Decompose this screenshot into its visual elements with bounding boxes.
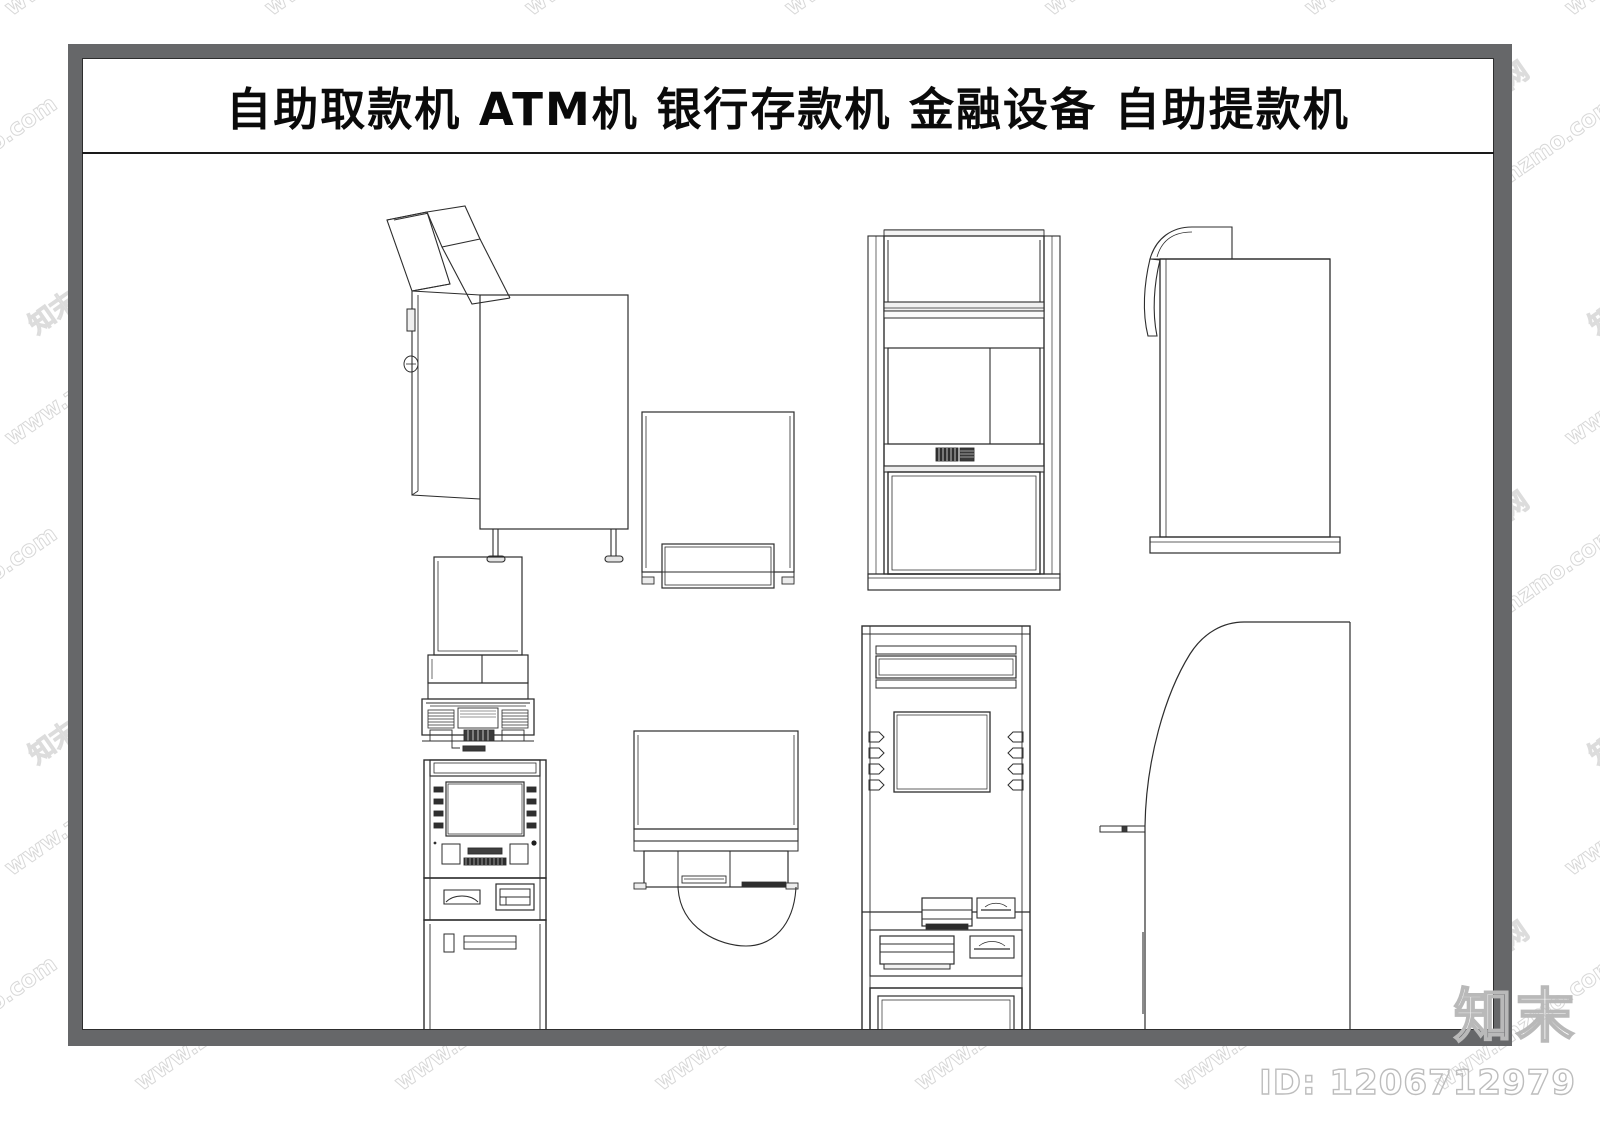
- watermark-text: www.znzmo.com: [1560, 306, 1600, 452]
- watermark-text: www.znzmo.com: [1040, 0, 1233, 22]
- cad-drawing-canvas: [386, 205, 1351, 1030]
- watermark-text: www.znzmo.com: [1560, 736, 1600, 882]
- drawing-atm-front-elevation-large: [861, 625, 1031, 1030]
- title-block: 自助取款机 ATM机 银行存款机 金融设备 自助提款机: [82, 58, 1494, 154]
- drawing-atm-top-plan-view: [641, 411, 795, 589]
- left-softkeys[interactable]: [868, 731, 885, 791]
- watermark-text: www.znzmo.com: [0, 0, 192, 22]
- watermark-text: www.znzmo.com: [0, 91, 62, 237]
- drawing-kiosk-side-view-curved-hood: [1143, 226, 1341, 554]
- card-slot-upper: [976, 897, 1016, 919]
- left-key-bank: [427, 709, 455, 729]
- drawing-atm-front-elevation-small: [423, 745, 547, 1030]
- watermark-logo-text: 知末网: [1583, 701, 1600, 771]
- watermark-text: www.znzmo.com: [780, 0, 973, 22]
- keypad-detail: [935, 447, 975, 462]
- deposit-drawer: [879, 935, 955, 970]
- watermark-text: www.znzmo.com: [0, 951, 62, 1097]
- card-reader-slot: [495, 883, 535, 911]
- asset-id-label: ID: 1206712979: [1258, 1062, 1576, 1103]
- drawing-kiosk-side-profile-curved: [1099, 621, 1351, 1030]
- drawing-deposit-machine-front-tall-cabinet: [867, 229, 1061, 591]
- watermark-text: www.znzmo.com: [1300, 0, 1493, 22]
- brand-logo: 知末: [1453, 981, 1578, 1051]
- left-side-buttons[interactable]: [433, 786, 444, 829]
- right-softkeys[interactable]: [1007, 731, 1024, 791]
- drawing-counter-plan-with-arc: [633, 730, 799, 947]
- drawing-console-detail-keypad: [421, 556, 535, 749]
- card-slot-lower: [969, 935, 1015, 959]
- drawing-sheet-frame: 自助取款机 ATM机 银行存款机 金融设备 自助提款机: [68, 44, 1512, 1046]
- page-title: 自助取款机 ATM机 银行存款机 金融设备 自助提款机: [226, 82, 1350, 136]
- drawing-atm-side-view-angled-top: [386, 205, 629, 563]
- watermark-logo-text: 知末网: [1583, 271, 1600, 341]
- watermark-text: www.znzmo.com: [520, 0, 713, 22]
- drawing-sheet: 自助取款机 ATM机 银行存款机 金融设备 自助提款机: [82, 58, 1494, 1030]
- watermark-text: www.znzmo.com: [260, 0, 453, 22]
- right-key-bank: [501, 709, 529, 729]
- cash-dispenser-slot: [443, 889, 481, 905]
- right-side-buttons[interactable]: [526, 786, 537, 829]
- watermark-text: www.znzmo.com: [1560, 0, 1600, 22]
- watermark-text: www.znzmo.com: [0, 521, 62, 667]
